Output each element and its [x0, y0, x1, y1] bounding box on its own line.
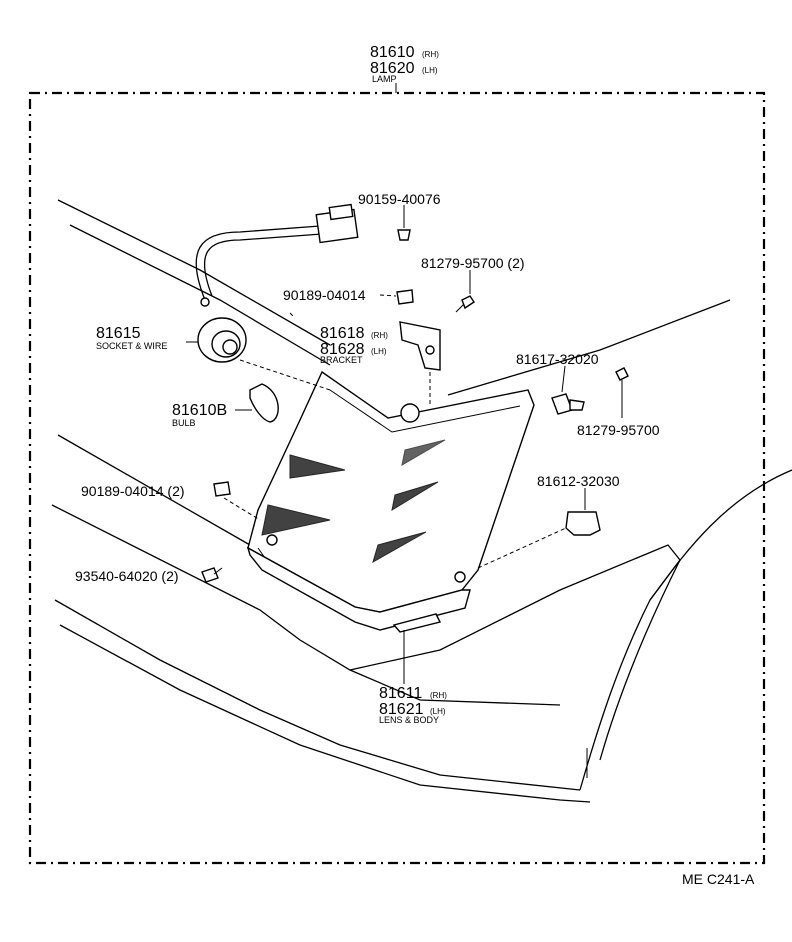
header-label: 81610 (RH) 81620 (LH) LAMP [370, 44, 439, 84]
lamp-lens-body [246, 370, 535, 633]
callout-c8-name: BULB [172, 418, 196, 428]
assembly-frame [28, 91, 766, 865]
callout-c4-rh-suffix: (RH) [371, 331, 388, 340]
callout-c4-lh: 81628 [320, 341, 365, 358]
callout-c5: 81615 [96, 325, 141, 342]
callout-c9: 90189-04014 (2) [81, 483, 185, 499]
header-part-lh-suffix: (LH) [422, 66, 438, 75]
bulb-shape [249, 383, 279, 423]
callout-c3: 90189-04014 [283, 287, 366, 303]
socket-wire-assembly [195, 203, 359, 363]
callout-lens-body: 81611 (RH) 81621 (LH) LENS & BODY [379, 685, 447, 725]
callout-81279-95700-2: 81279-95700 (2) [421, 255, 525, 271]
callout-socket-wire: 81615 SOCKET & WIRE [96, 325, 167, 351]
hardware-parts [186, 205, 629, 778]
diagram-code: ME C241-A [682, 871, 755, 887]
callout-c4-rh: 81618 [320, 325, 365, 342]
callout-c12-lh-suffix: (LH) [430, 707, 446, 716]
callout-c4-name: BRACKET [320, 355, 363, 365]
callout-c7: 81279-95700 [577, 422, 660, 438]
callout-c12-name: LENS & BODY [379, 715, 439, 725]
header-name: LAMP [372, 74, 397, 84]
header-part-lh: 81620 [370, 60, 415, 77]
callout-c10: 81612-32030 [537, 473, 620, 489]
callout-90159-40076: 90159-40076 [358, 191, 441, 207]
callout-93540-64020-2: 93540-64020 (2) [75, 568, 179, 584]
callout-bracket: 81618 (RH) 81628 (LH) BRACKET [320, 325, 388, 365]
callout-c8: 81610B [172, 402, 227, 419]
callout-81617-32020: 81617-32020 [516, 351, 599, 367]
callout-81279-95700: 81279-95700 [577, 422, 660, 438]
header-part-rh-suffix: (RH) [422, 50, 439, 59]
callout-c12-rh: 81611 [379, 685, 422, 702]
callout-bulb: 81610B BULB [172, 402, 227, 428]
callout-c12-rh-suffix: (RH) [430, 691, 447, 700]
callout-81612-32030: 81612-32030 [537, 473, 620, 489]
callout-c2: 81279-95700 (2) [421, 255, 525, 271]
vehicle-body-outline [51, 199, 792, 803]
callout-90189-04014: 90189-04014 [283, 287, 366, 303]
callout-c6: 81617-32020 [516, 351, 599, 367]
callout-c4-lh-suffix: (LH) [371, 347, 387, 356]
callout-c1: 90159-40076 [358, 191, 441, 207]
callout-c12-lh: 81621 [379, 701, 424, 718]
callout-c5-name: SOCKET & WIRE [96, 341, 167, 351]
callout-c11: 93540-64020 (2) [75, 568, 179, 584]
header-part-rh: 81610 [370, 44, 415, 61]
callout-90189-04014-2: 90189-04014 (2) [81, 483, 185, 499]
